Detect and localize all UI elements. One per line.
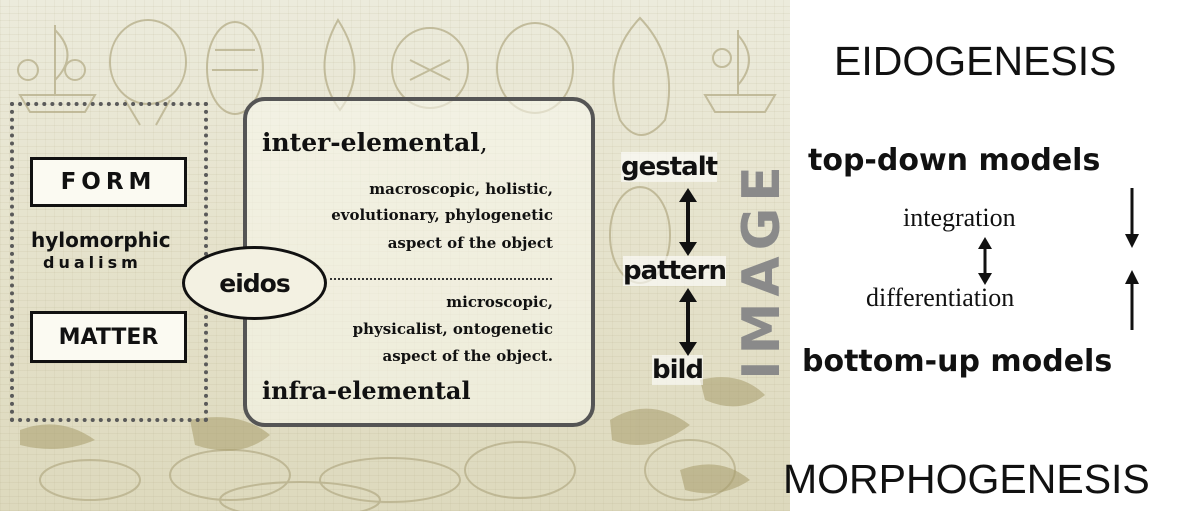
form-box: FORM — [30, 157, 187, 207]
differentiation-label: differentiation — [866, 283, 1014, 313]
dualism-text: dualism — [43, 253, 142, 272]
eidos-ellipse: eidos — [182, 246, 327, 320]
gestalt-label: gestalt — [621, 152, 717, 182]
right-direction-arrows — [1118, 186, 1146, 336]
eidogenesis-title: EIDOGENESIS — [834, 38, 1117, 85]
integration-label: integration — [903, 203, 1016, 233]
top-down-models: top-down models — [808, 143, 1100, 178]
inter-elemental-word: inter-elemental — [262, 128, 480, 157]
form-label: FORM — [61, 169, 157, 195]
image-vertical-label: IMAGE — [732, 160, 792, 380]
infra-elemental-title: infra-elemental — [262, 376, 471, 405]
inter-comma: , — [480, 128, 488, 157]
inter-line-2: evolutionary, phylogenetic — [331, 206, 553, 224]
inter-line-1: macroscopic, holistic, — [369, 180, 553, 198]
center-divider — [330, 278, 552, 280]
inter-line-3: aspect of the object — [388, 234, 553, 252]
matter-box: MATTER — [30, 311, 187, 363]
morphogenesis-title: MORPHOGENESIS — [783, 456, 1150, 503]
infra-line-2: physicalist, ontogenetic — [353, 320, 553, 338]
scale-arrows — [668, 186, 708, 361]
infra-line-1: microscopic, — [446, 293, 553, 311]
inter-elemental-title: inter-elemental, — [262, 128, 488, 157]
integration-differentiation-arrow — [970, 236, 1000, 286]
bottom-up-models: bottom-up models — [802, 344, 1112, 379]
eidos-label: eidos — [219, 269, 289, 298]
hylomorphic-text: hylomorphic — [31, 228, 171, 252]
matter-label: MATTER — [59, 325, 159, 350]
infra-line-3: aspect of the object. — [382, 347, 553, 365]
